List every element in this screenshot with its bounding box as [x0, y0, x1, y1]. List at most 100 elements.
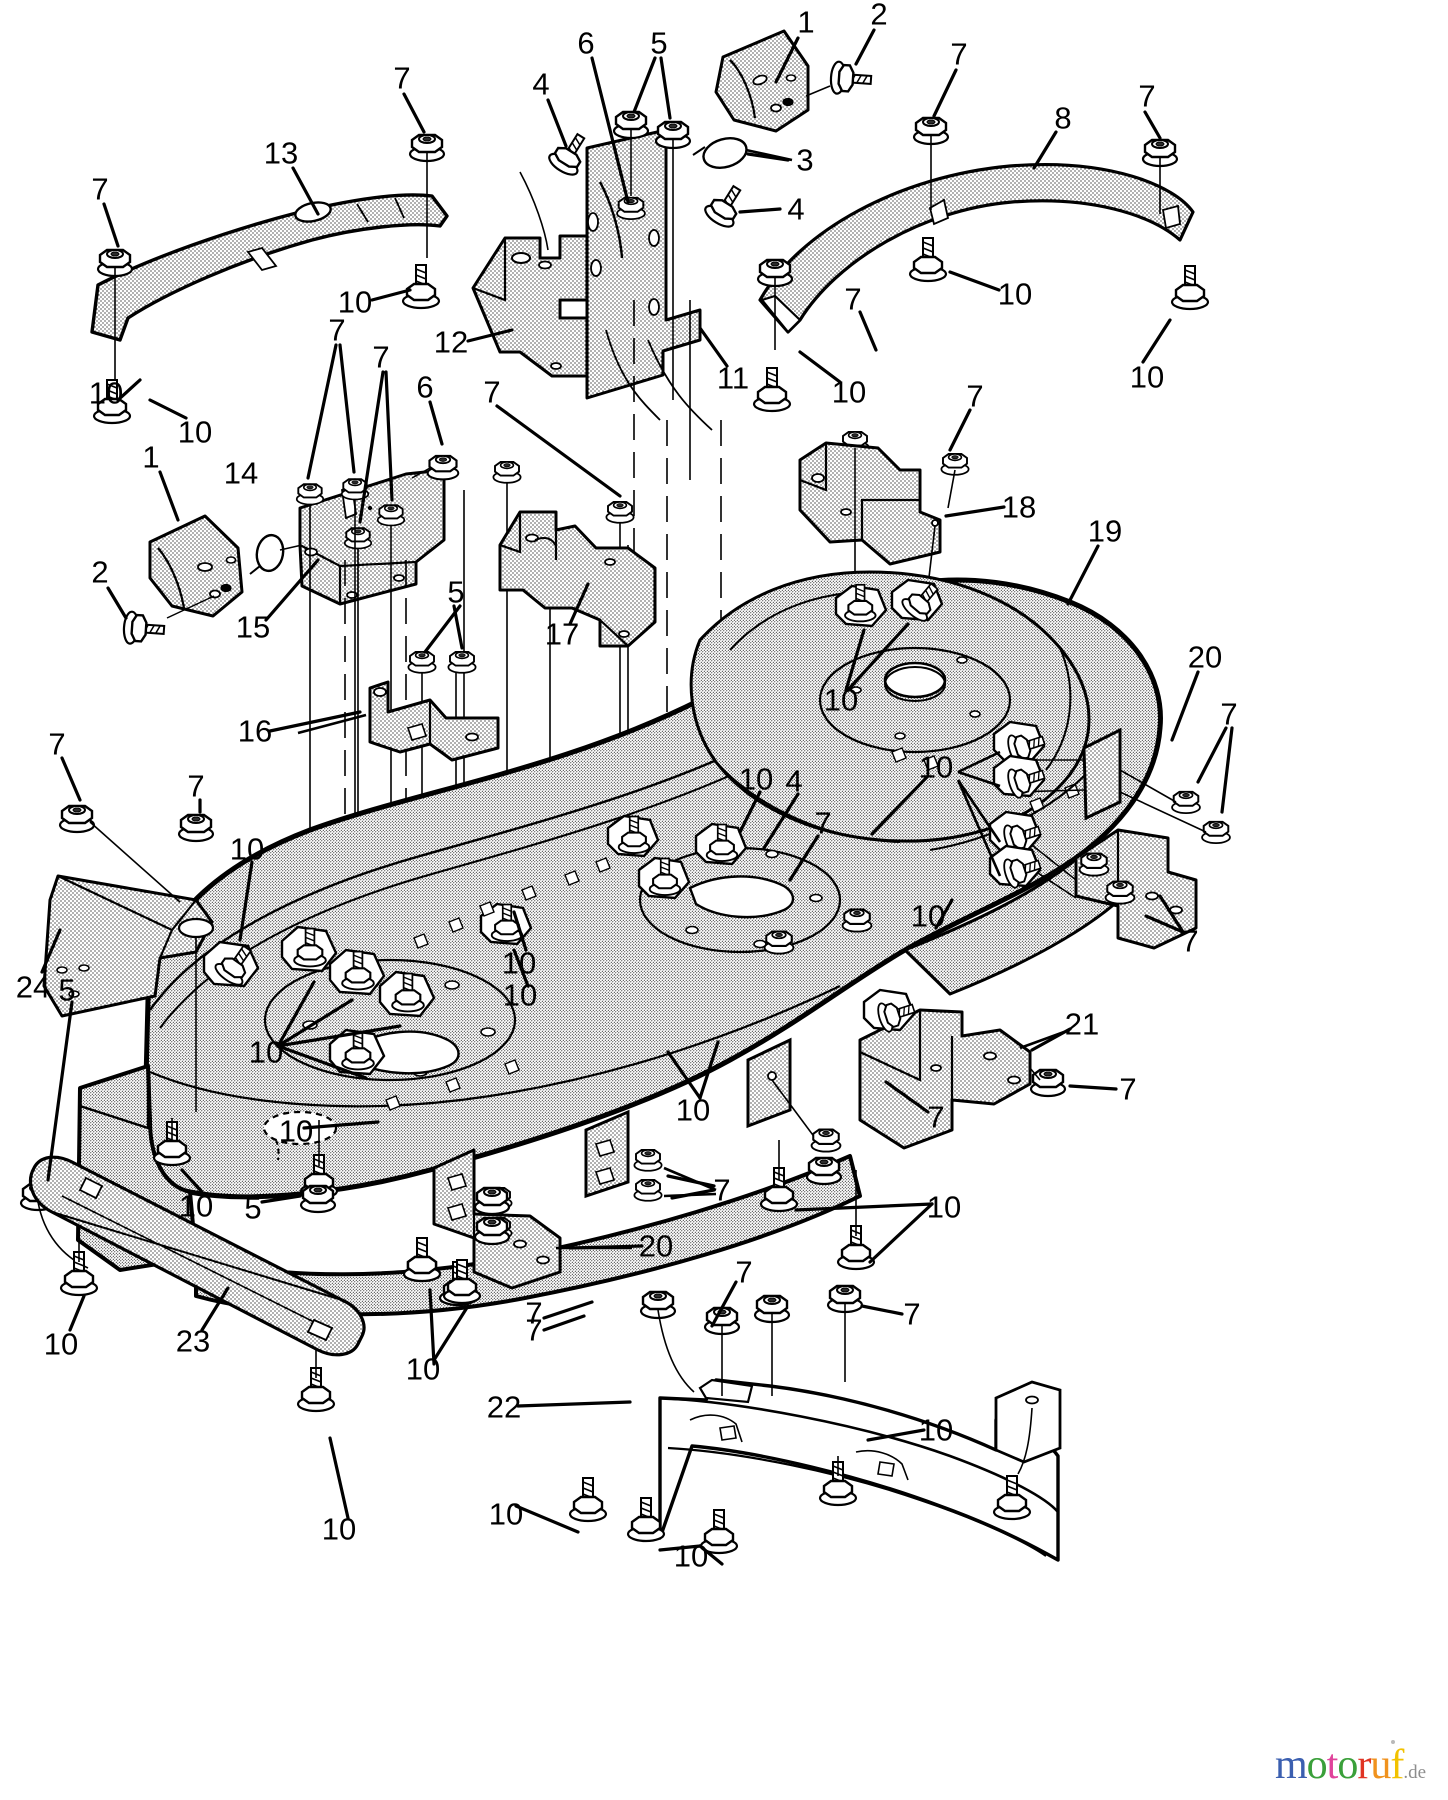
part-13-curved-strap — [90, 193, 449, 342]
brand-suffix: .de — [1403, 1762, 1426, 1783]
part-1-lower-plate — [148, 514, 244, 618]
brand-dot-accent — [1391, 1740, 1395, 1744]
callout-label-10: 10 — [918, 1412, 954, 1448]
callout-label-7: 7 — [1138, 78, 1156, 114]
callout-label-11: 11 — [716, 360, 750, 396]
hardware-8-fasteners — [752, 116, 1210, 413]
part-20-upper-tab — [1010, 727, 1231, 845]
callout-label-14: 14 — [223, 455, 259, 491]
callout-label-7: 7 — [48, 726, 66, 762]
callout-label-10: 10 — [88, 375, 124, 411]
part-1-upper-plate — [714, 29, 810, 133]
callout-label-10: 10 — [673, 1538, 709, 1574]
callout-label-7: 7 — [966, 378, 984, 414]
callout-label-7: 7 — [328, 312, 346, 348]
part-15-angle-bracket — [295, 468, 446, 606]
callout-label-5: 5 — [244, 1190, 262, 1226]
deck-rear-tab-right — [746, 1037, 842, 1153]
hardware-part-2-screw — [805, 44, 886, 114]
hardware-13-fasteners — [92, 133, 446, 425]
part-22-fasteners — [568, 1284, 1033, 1555]
part-11-mounting-plate — [585, 128, 702, 480]
callout-label-10: 10 — [918, 749, 954, 785]
callout-label-2: 2 — [870, 0, 888, 32]
callout-label-10: 10 — [502, 977, 538, 1013]
brand-letter-5: u — [1370, 1742, 1391, 1788]
part-6-flange-nut — [411, 454, 460, 481]
part-8-curved-strap — [758, 163, 1195, 334]
brand-letters: motoruf — [1274, 1742, 1404, 1788]
brand-letter-3: o — [1337, 1742, 1358, 1788]
callout-label-10: 10 — [823, 682, 859, 718]
callout-label-10: 10 — [337, 284, 373, 320]
callout-label-10: 10 — [229, 831, 265, 867]
callout-label-10: 10 — [248, 1034, 284, 1070]
callout-label-10: 10 — [831, 374, 867, 410]
part-16-flat-bracket — [297, 680, 500, 762]
hardware-plate-fasteners — [519, 110, 752, 400]
callout-label-7: 7 — [713, 1172, 731, 1208]
callout-label-1: 1 — [797, 4, 815, 40]
callout-label-7: 7 — [1181, 923, 1199, 959]
callout-label-4: 4 — [532, 66, 550, 102]
callout-label-10: 10 — [910, 898, 946, 934]
callout-leader-lines — [40, 28, 1234, 1566]
callout-label-7: 7 — [525, 1295, 543, 1331]
callout-label-10: 10 — [1129, 359, 1165, 395]
callout-label-10: 10 — [926, 1189, 962, 1225]
part-24-triangular-bracket — [42, 874, 215, 1112]
part-17-offset-bracket — [498, 510, 657, 648]
callout-label-10: 10 — [675, 1092, 711, 1128]
part-19-mower-deck — [76, 570, 1163, 1317]
callout-label-5: 5 — [58, 972, 76, 1008]
callout-label-10: 10 — [405, 1351, 441, 1387]
callout-label-1: 1 — [142, 439, 160, 475]
callout-label-10: 10 — [738, 761, 774, 797]
callout-label-12: 12 — [433, 324, 469, 360]
callout-label-7: 7 — [950, 36, 968, 72]
callout-label-7: 7 — [927, 1099, 945, 1135]
callout-label-10: 10 — [321, 1511, 357, 1547]
callout-label-21: 21 — [1064, 1006, 1100, 1042]
callout-label-6: 6 — [577, 25, 595, 61]
callout-label-4: 4 — [787, 191, 805, 227]
callout-label-3: 3 — [796, 142, 814, 178]
brand-letter-6: f — [1390, 1742, 1404, 1788]
callout-label-23: 23 — [175, 1323, 211, 1359]
callout-label-7: 7 — [1220, 696, 1238, 732]
callout-label-7: 7 — [1119, 1071, 1137, 1107]
callout-label-10: 10 — [278, 1113, 314, 1149]
hardware-lower-part-2 — [108, 594, 215, 664]
deck-right-bolts — [956, 720, 1049, 891]
callout-label-7: 7 — [91, 171, 109, 207]
callout-label-22: 22 — [486, 1389, 522, 1425]
callout-label-6: 6 — [416, 369, 434, 405]
callout-label-7: 7 — [903, 1296, 921, 1332]
callout-label-7: 7 — [372, 339, 390, 375]
callout-label-5: 5 — [650, 25, 668, 61]
callout-label-5: 5 — [447, 574, 465, 610]
part-23-mower-blade — [29, 1155, 366, 1357]
callout-label-24: 24 — [15, 969, 51, 1005]
callout-label-18: 18 — [1001, 489, 1037, 525]
callout-label-7: 7 — [844, 281, 862, 317]
callout-label-4: 4 — [785, 763, 803, 799]
callout-label-7: 7 — [735, 1254, 753, 1290]
callout-label-7: 7 — [187, 768, 205, 804]
callout-label-10: 10 — [177, 414, 213, 450]
brand-letter-2: t — [1326, 1742, 1339, 1788]
callout-label-15: 15 — [235, 609, 271, 645]
brand-letter-1: o — [1306, 1742, 1328, 1788]
callout-label-7: 7 — [814, 805, 832, 841]
callout-label-13: 13 — [263, 135, 299, 171]
part-22-curved-shield — [658, 1378, 1062, 1562]
part-18-deck-bracket — [798, 441, 956, 587]
callout-label-10: 10 — [43, 1326, 79, 1362]
brand-letter-0: m — [1274, 1742, 1308, 1788]
callout-label-10: 10 — [997, 276, 1033, 312]
callout-label-10: 10 — [178, 1188, 214, 1224]
callout-label-8: 8 — [1054, 100, 1072, 136]
callout-label-10: 10 — [501, 945, 537, 981]
part-21-rear-bracket — [858, 988, 1067, 1150]
